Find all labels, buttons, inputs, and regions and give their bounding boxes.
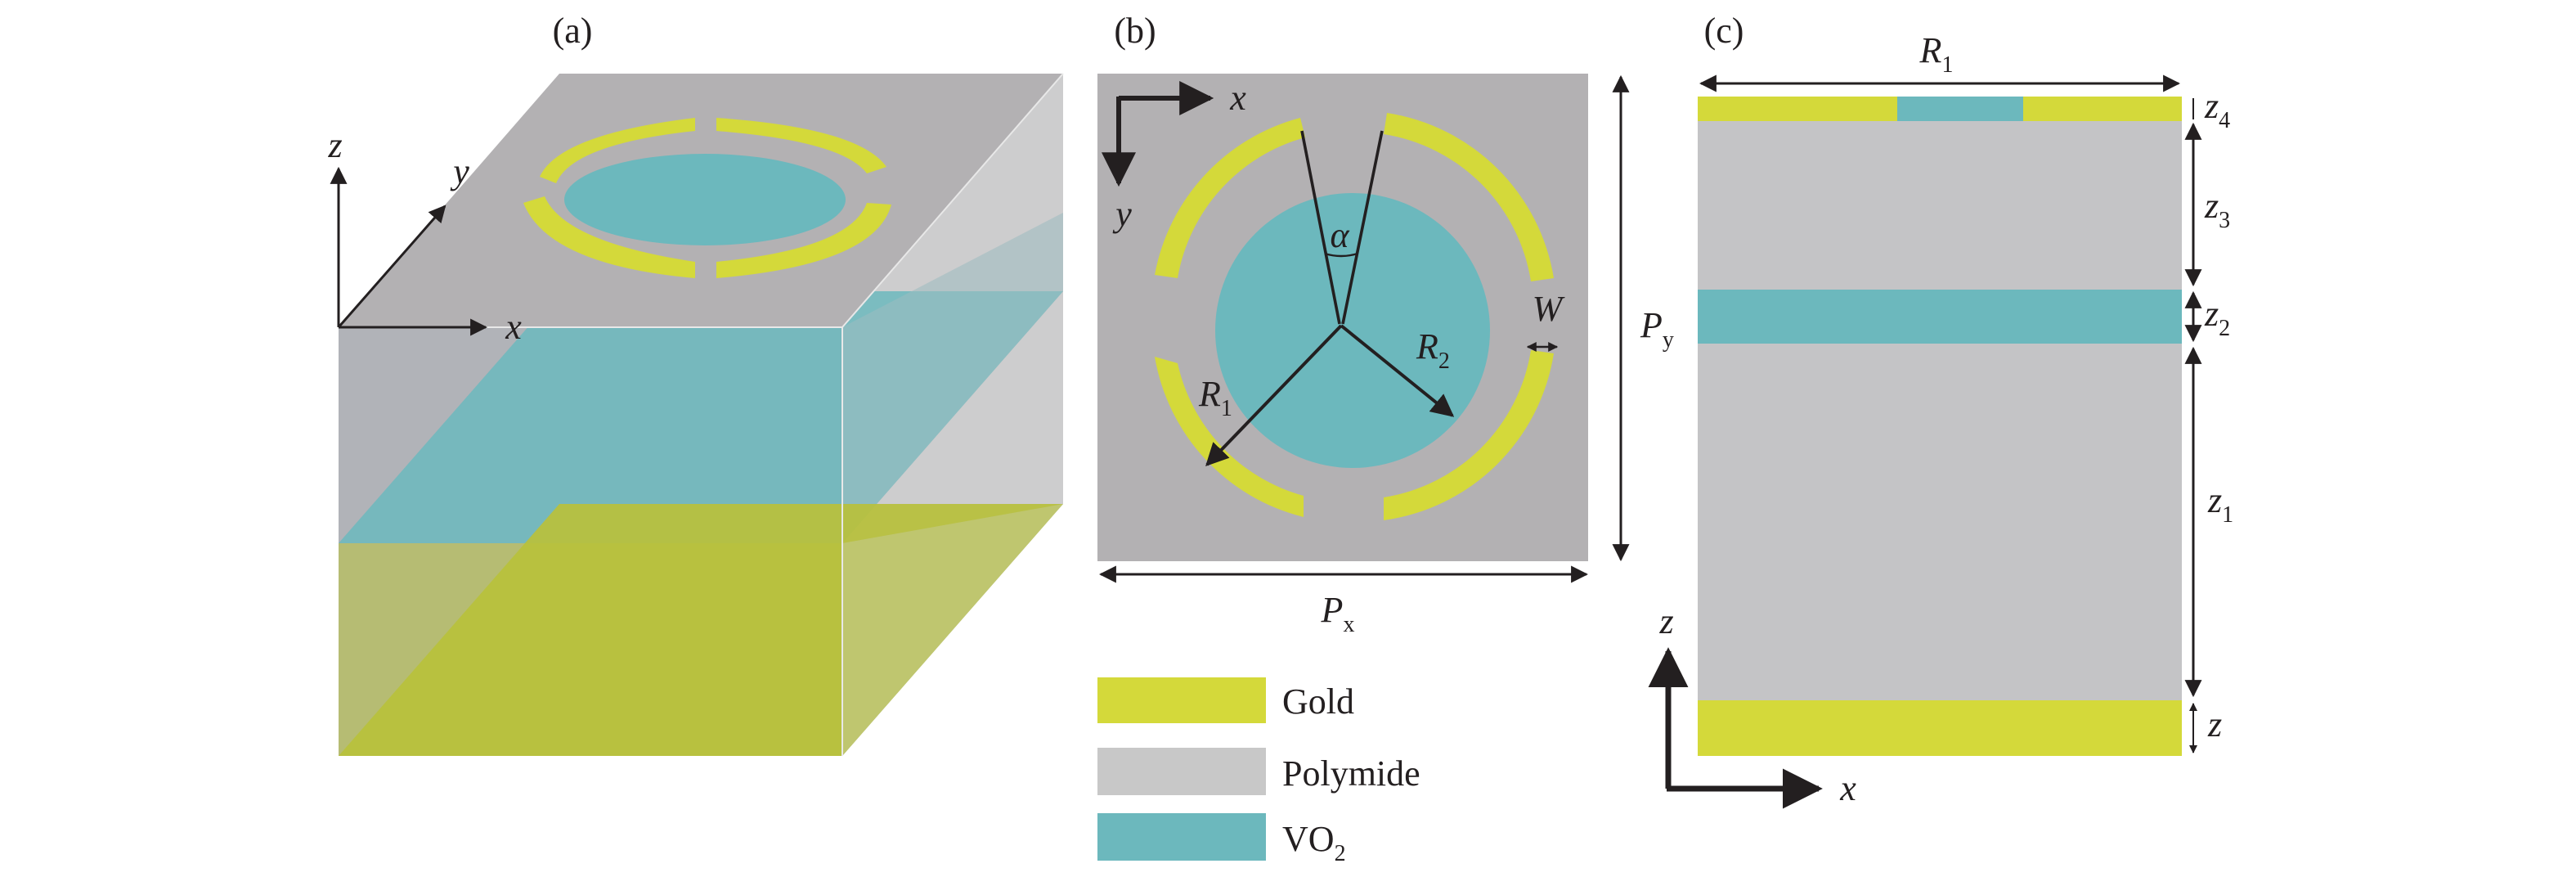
polyimide-upper — [1698, 121, 2182, 291]
axes-3d: z y x — [327, 125, 522, 347]
panel-a-label: (a) — [553, 11, 593, 51]
z4-label: z4 — [2204, 86, 2230, 133]
alpha-arc — [1324, 252, 1358, 258]
gold-ring-segment — [716, 203, 891, 278]
r1-label: R1 — [1919, 30, 1954, 78]
legend-item-polyimide: Polymide — [1097, 748, 1420, 795]
vo2-layer — [1698, 290, 2182, 344]
legend-label-gold: Gold — [1282, 681, 1354, 722]
panel-a: (a) z y x — [327, 11, 1064, 756]
vo2-disk-3d — [564, 154, 846, 245]
gold-ring-segment — [716, 118, 886, 173]
gold-ring-arc-bottom-right — [1384, 350, 1554, 520]
gold-ground-side — [842, 504, 1063, 756]
alpha-line-right — [1341, 130, 1384, 325]
axes-top-view: x y — [1102, 78, 1246, 234]
gold-split-ring — [1155, 113, 1554, 520]
r1-label: R1 — [1198, 374, 1232, 421]
w-label: W — [1533, 289, 1565, 329]
vo2-disk — [1215, 193, 1490, 468]
axis-label-x: x — [505, 307, 522, 347]
alpha-line-left — [1300, 130, 1341, 325]
axis-label-y: y — [450, 151, 469, 191]
gold-ring-arc-top-left — [1155, 118, 1305, 278]
gold-ground-layer — [1698, 700, 2182, 756]
z1-label: z1 — [2207, 480, 2233, 528]
panel-b: (b) α W R1 R2 x y Px — [1097, 11, 1674, 637]
gold-ring-segment — [540, 118, 695, 183]
legend-swatch-polyimide — [1097, 748, 1266, 795]
gold-ring-segment — [523, 196, 695, 278]
legend-item-gold: Gold — [1097, 677, 1354, 723]
py-label: Py — [1640, 305, 1674, 353]
r2-label: R2 — [1416, 326, 1450, 374]
panel-c-label: (c) — [1704, 11, 1744, 51]
legend-label-vo2: VO2 — [1282, 819, 1346, 866]
px-label: Px — [1321, 590, 1355, 637]
vo2-layer-side — [842, 213, 1063, 543]
split-ring-resonator-3d — [523, 118, 891, 278]
legend: Gold Polymide VO2 — [1097, 677, 1420, 866]
legend-label-polyimide: Polymide — [1282, 753, 1420, 794]
alpha-label: α — [1330, 215, 1349, 255]
panel-b-label: (b) — [1114, 11, 1156, 51]
gold-top-right — [2023, 97, 2182, 121]
legend-item-vo2: VO2 — [1097, 813, 1346, 866]
panel-c: (c) R1 z4 z3 z2 z1 z z x — [1648, 11, 2233, 809]
gold-top-left — [1698, 97, 1897, 121]
axis-label-y: y — [1112, 194, 1132, 234]
polyimide-lower — [1698, 344, 2182, 700]
gold-ground-front — [339, 543, 842, 756]
gold-ring-arc-bottom-left — [1155, 357, 1304, 517]
r1-arrow — [1205, 324, 1343, 467]
r2-arrow — [1340, 324, 1455, 417]
z3-label: z3 — [2204, 186, 2230, 233]
axis-label-x: x — [1229, 78, 1246, 118]
axis-label-z: z — [327, 125, 342, 165]
axes-side-view: z x — [1648, 601, 1856, 809]
legend-swatch-vo2 — [1097, 813, 1266, 861]
axis-label-x: x — [1839, 768, 1856, 808]
vo2-top-center — [1897, 97, 2023, 121]
axis-label-z: z — [1658, 601, 1673, 641]
legend-swatch-gold — [1097, 677, 1266, 723]
z-label: z — [2207, 704, 2222, 744]
z2-label: z2 — [2204, 294, 2230, 341]
gold-ring-arc-top-right — [1384, 113, 1554, 281]
